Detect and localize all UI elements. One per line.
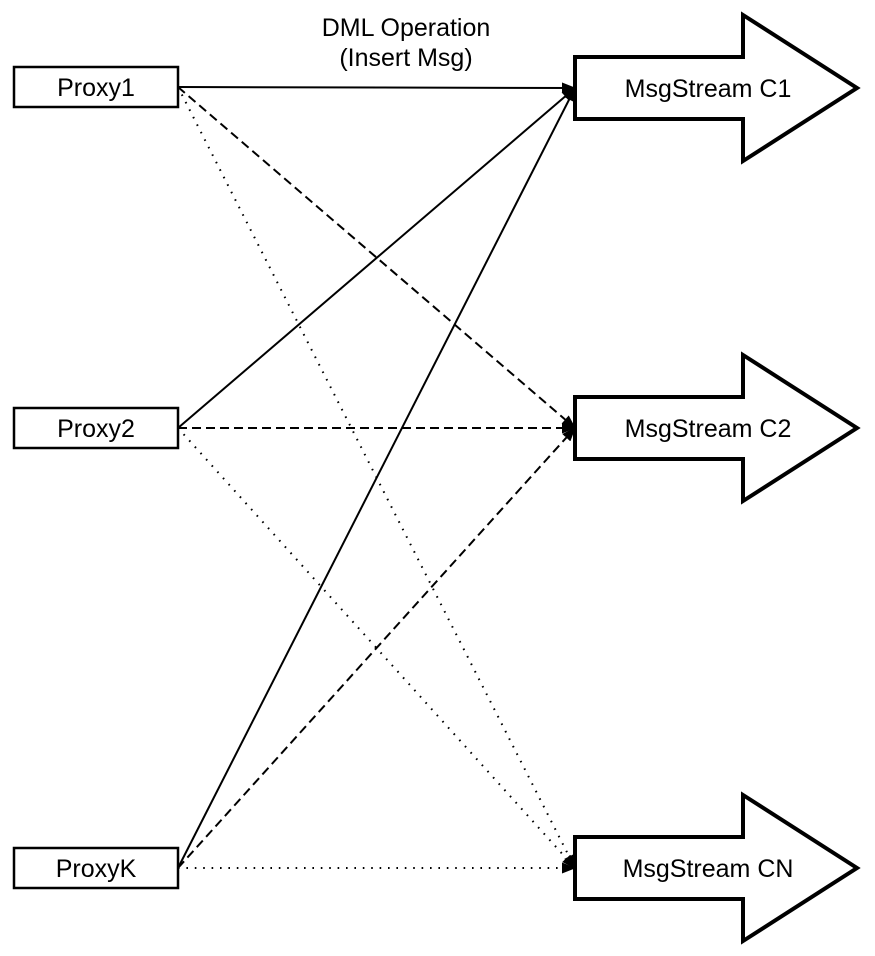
stream-label-c1: MsgStream C1 bbox=[625, 75, 792, 103]
edge-proxy1-c2-dashed bbox=[177, 86, 576, 429]
edge-proxyK-c2-dashed bbox=[177, 427, 576, 869]
proxy-label-proxyK: ProxyK bbox=[56, 855, 137, 883]
stream-arrow-shape-c2 bbox=[573, 351, 861, 505]
proxy-node-proxy1: Proxy1 bbox=[12, 65, 180, 109]
stream-label-c2: MsgStream C2 bbox=[625, 415, 792, 443]
edge-proxy2-c1-solid bbox=[177, 87, 576, 429]
stream-node-c2: MsgStream C2 bbox=[573, 351, 861, 505]
proxy-box-proxy2 bbox=[12, 406, 180, 450]
proxy-label-proxy1: Proxy1 bbox=[57, 74, 135, 102]
diagram-title: DML Operation (Insert Msg) bbox=[246, 13, 566, 73]
proxy-node-proxyK: ProxyK bbox=[12, 846, 180, 890]
edge-proxyK-c1-solid bbox=[177, 87, 576, 869]
stream-arrow-shape-cn bbox=[573, 791, 861, 945]
proxy-node-proxy2: Proxy2 bbox=[12, 406, 180, 450]
proxy-label-proxy2: Proxy2 bbox=[57, 415, 135, 443]
proxy-box-proxyK bbox=[12, 846, 180, 890]
edge-proxy1-c1-solid bbox=[177, 82, 576, 94]
title-line-2: (Insert Msg) bbox=[339, 44, 473, 72]
stream-node-c1: MsgStream C1 bbox=[573, 11, 861, 165]
stream-node-cn: MsgStream CN bbox=[573, 791, 861, 945]
stream-arrow-shape-c1 bbox=[573, 11, 861, 165]
proxy-box-proxy1 bbox=[12, 65, 180, 109]
stream-label-cn: MsgStream CN bbox=[623, 855, 794, 883]
title-line-1: DML Operation bbox=[321, 14, 491, 42]
